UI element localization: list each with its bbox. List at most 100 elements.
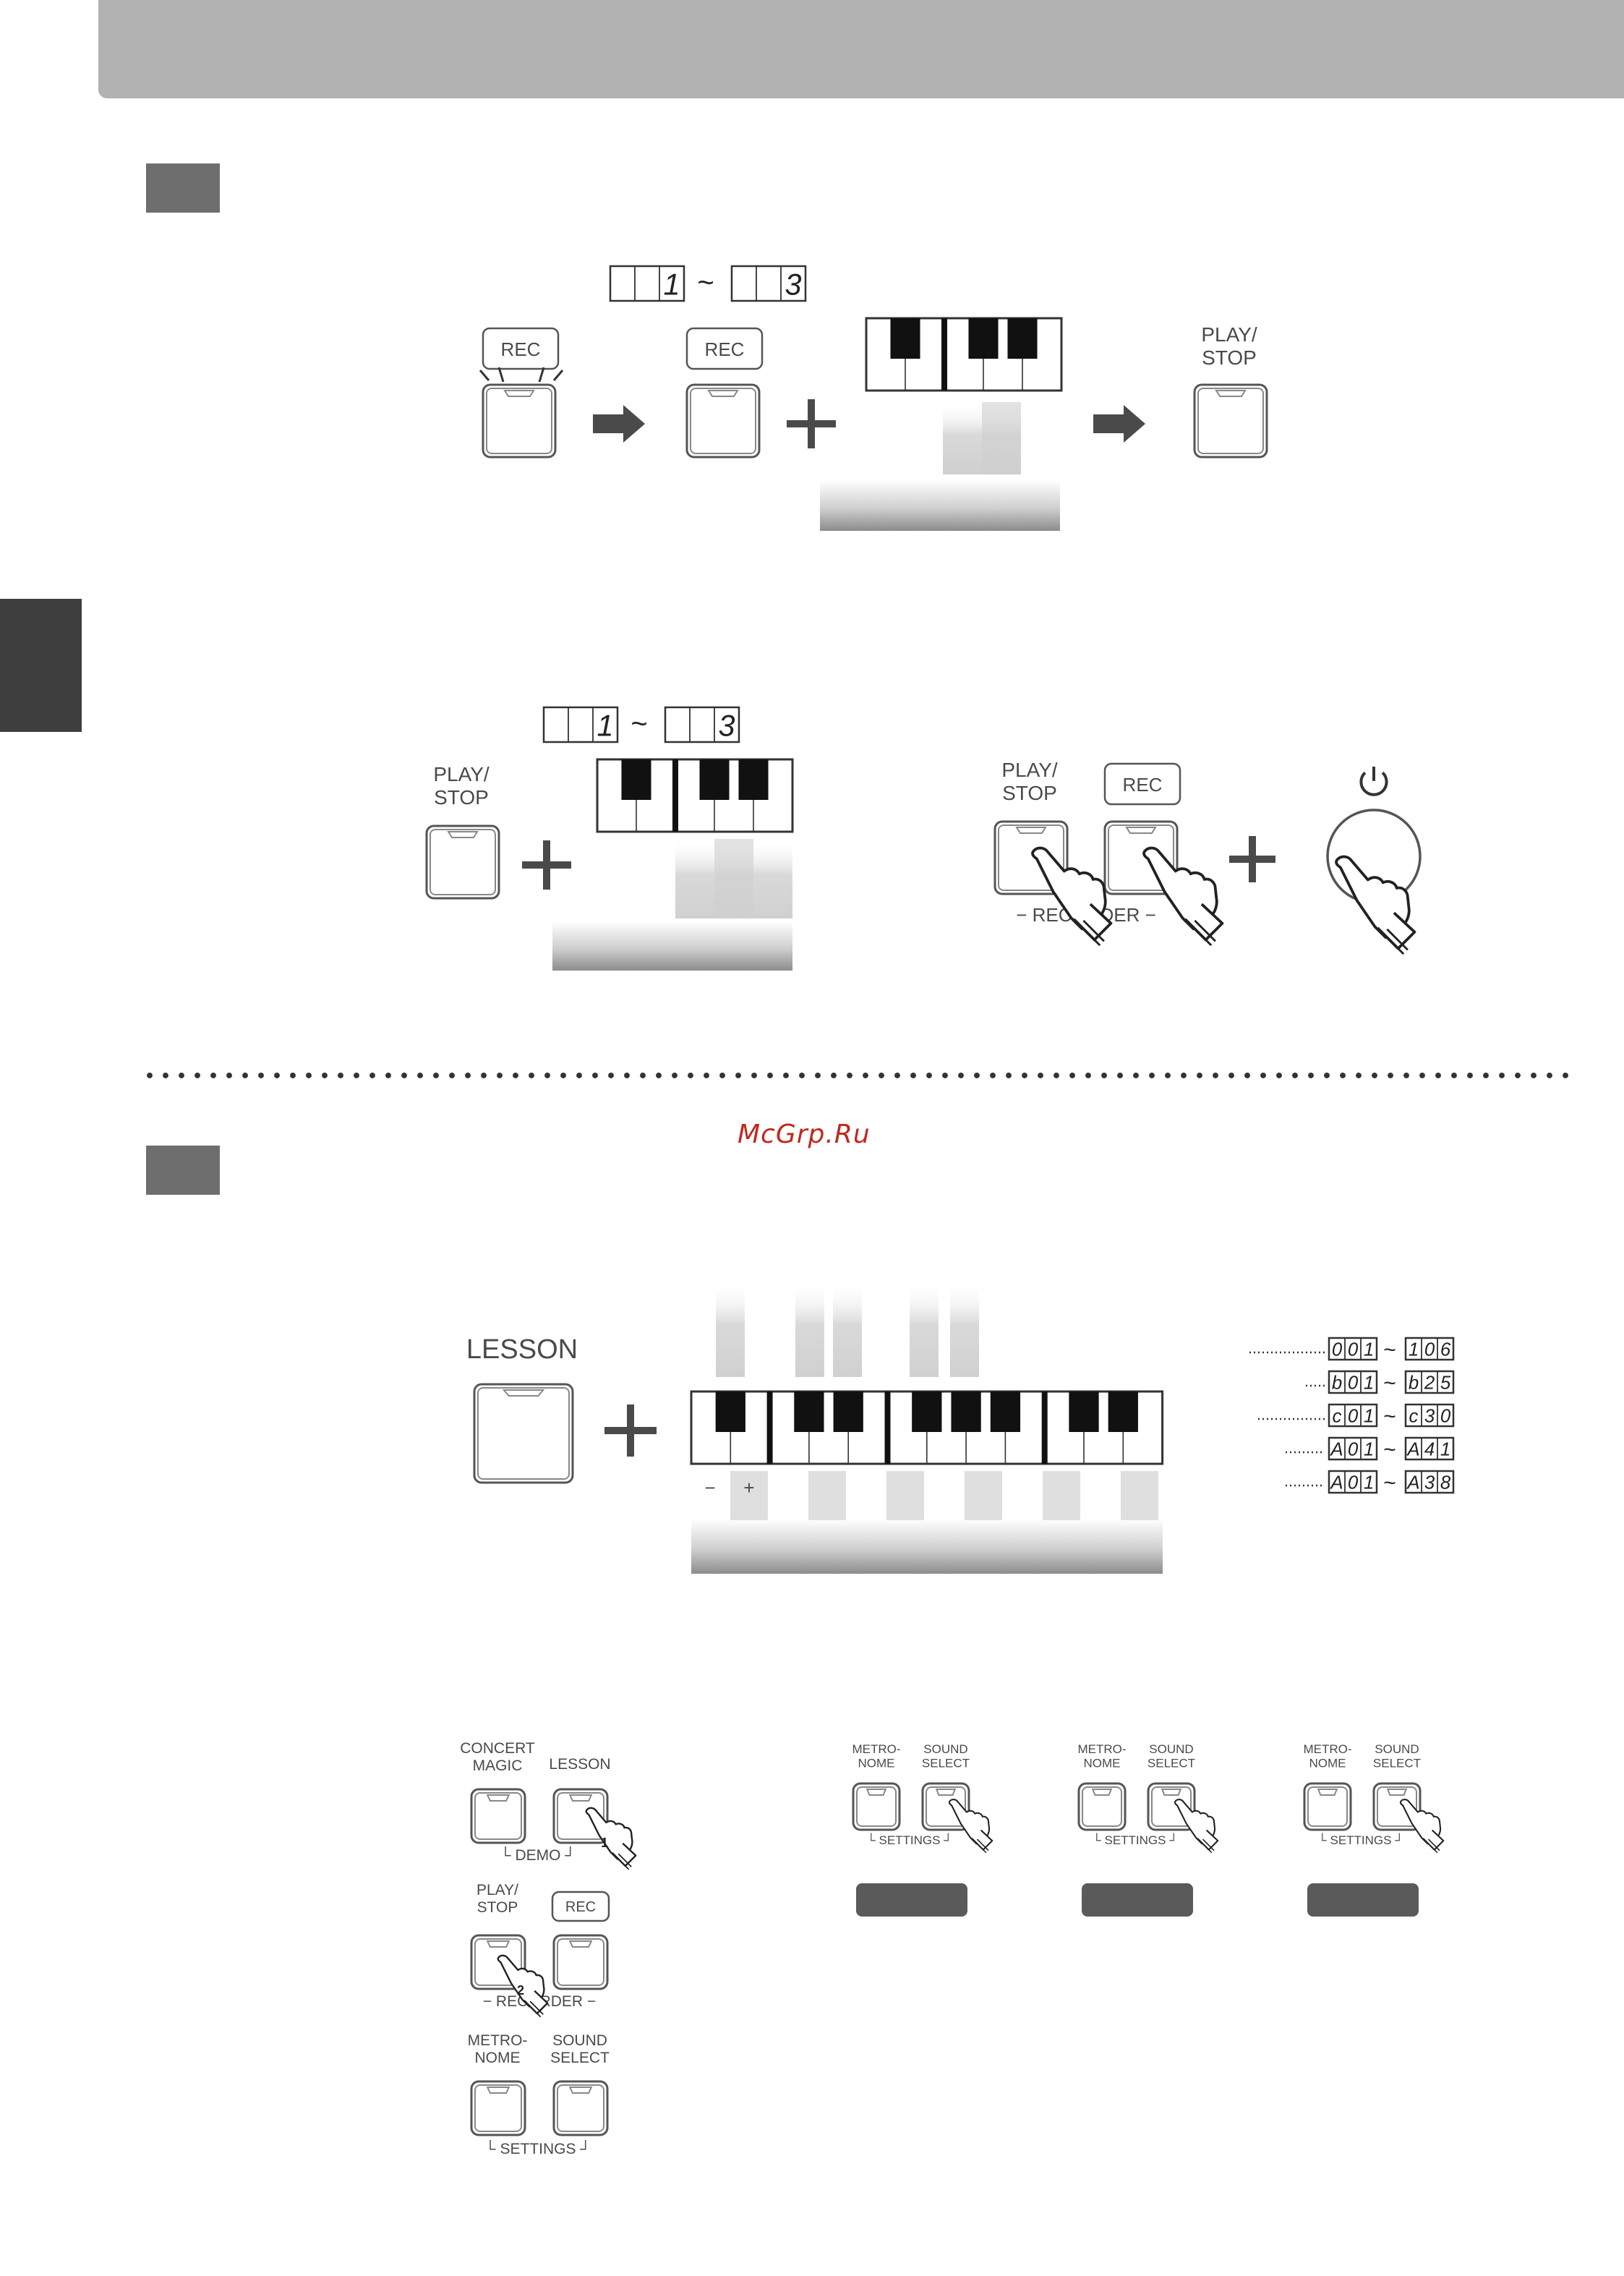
settings-group-label: └ SETTINGS ┘: [485, 2139, 591, 2157]
display-digit: 0: [1348, 1373, 1359, 1394]
metronome-button-small[interactable]: [852, 1782, 901, 1831]
minus-label: −: [704, 1477, 715, 1499]
black-key[interactable]: [968, 318, 999, 359]
right-arrow-icon: [1093, 405, 1145, 443]
dotted-divider: [142, 1072, 1577, 1079]
display-digit: 0: [1440, 1407, 1451, 1427]
display-digit: 1: [1364, 1373, 1374, 1394]
black-key[interactable]: [912, 1391, 942, 1432]
pressing-hand-icon: [1174, 1799, 1219, 1854]
display-digit: 0: [1348, 1340, 1359, 1360]
sound-select-button[interactable]: [552, 2080, 609, 2136]
display-digit: 0: [1348, 1440, 1359, 1460]
display-digit: 2: [1424, 1373, 1435, 1394]
black-key[interactable]: [1108, 1391, 1138, 1432]
display-digit: 0: [1348, 1407, 1359, 1427]
plus-icon: [787, 399, 836, 448]
display-digit: 0: [1348, 1473, 1359, 1493]
play-stop-label-3: PLAY/STOP: [1001, 759, 1058, 804]
metronome-label-small: METRO-NOME: [852, 1742, 900, 1770]
display-digit: 1: [1409, 1340, 1419, 1360]
octave-divider: [1041, 1391, 1048, 1464]
display-digit: 6: [1440, 1340, 1451, 1360]
key-highlight: [808, 1471, 846, 1520]
display-digit: 1: [1364, 1440, 1374, 1460]
black-key[interactable]: [699, 759, 730, 800]
black-key[interactable]: [715, 1391, 745, 1432]
octave-divider: [941, 318, 947, 391]
black-key[interactable]: [1007, 318, 1038, 359]
black-key[interactable]: [833, 1391, 863, 1432]
octave-divider: [672, 759, 678, 832]
keyboard-shadow-bar: [691, 1519, 1163, 1574]
display-digit: 5: [1440, 1373, 1451, 1394]
play-stop-button-2[interactable]: [425, 824, 500, 900]
finger-number-2: 2: [517, 1983, 524, 1998]
lesson-button-small[interactable]: [552, 1788, 609, 1844]
key-highlight: [1121, 1471, 1158, 1520]
keyboard-2[interactable]: [596, 758, 794, 833]
black-key[interactable]: [951, 1391, 981, 1432]
metronome-button-small[interactable]: [1303, 1782, 1352, 1831]
rec-button-small[interactable]: [552, 1934, 609, 1990]
power-icon: [1359, 771, 1388, 796]
display-digit: A: [1406, 1473, 1419, 1493]
concert-magic-button[interactable]: [470, 1788, 526, 1844]
display-digit: A: [1329, 1440, 1343, 1460]
pressing-hand-icon: [1142, 846, 1224, 947]
display-digit: 1: [664, 268, 680, 301]
metronome-label-small: METRO-NOME: [1303, 1742, 1351, 1770]
range-tilde: ~: [631, 708, 647, 740]
step-marker-2: [146, 1146, 220, 1195]
octave-divider: [884, 1391, 891, 1464]
black-key[interactable]: [890, 318, 920, 359]
black-key[interactable]: [794, 1391, 824, 1432]
key-highlight: [982, 402, 1021, 474]
play-stop-label-2: PLAY/STOP: [433, 763, 490, 809]
display-digit: 4: [1424, 1440, 1435, 1460]
key-highlight: [730, 1471, 768, 1520]
metronome-button-small[interactable]: [1077, 1782, 1127, 1831]
plus-icon: [604, 1405, 657, 1457]
display-indicator: [1307, 1883, 1419, 1917]
lesson-button[interactable]: [473, 1383, 574, 1484]
octave-divider: [766, 1391, 773, 1464]
display-digit: 1: [1440, 1440, 1450, 1460]
rec-label-2-frame: [685, 327, 764, 370]
key-highlight: [965, 1471, 1002, 1520]
settings-group-label-small: └ SETTINGS ┘: [867, 1833, 953, 1847]
pressing-hand-icon: [497, 1954, 549, 2018]
rec-label-3: REC: [1123, 774, 1163, 796]
rec-button-1[interactable]: [482, 383, 557, 459]
key-highlight: [714, 839, 753, 919]
keyboard-lesson[interactable]: [690, 1390, 1164, 1465]
keyboard-shadow-bar: [820, 480, 1060, 531]
chapter-tab: [0, 599, 82, 732]
rec-button-2[interactable]: [685, 383, 761, 459]
black-key[interactable]: [1069, 1391, 1099, 1432]
metronome-label: METRO-NOME: [468, 2032, 528, 2066]
range-tilde: ~: [1383, 1338, 1396, 1362]
black-key[interactable]: [738, 759, 769, 800]
rec-label-3-frame: [1103, 762, 1181, 806]
key-highlight: [910, 1282, 939, 1377]
plus-label: +: [743, 1477, 754, 1499]
keyboard-shadow-bar: [552, 921, 792, 971]
metronome-button[interactable]: [470, 2080, 526, 2136]
keyboard-1[interactable]: [865, 317, 1063, 392]
black-key[interactable]: [621, 759, 651, 800]
display-digit: 3: [719, 709, 735, 742]
black-key[interactable]: [990, 1391, 1021, 1432]
display-digit: 3: [1424, 1473, 1435, 1493]
range-tilde: ~: [1383, 1438, 1396, 1462]
pressing-hand-icon: [1031, 846, 1113, 947]
display-digit: 8: [1440, 1473, 1451, 1493]
play-stop-button-1[interactable]: [1193, 383, 1268, 459]
